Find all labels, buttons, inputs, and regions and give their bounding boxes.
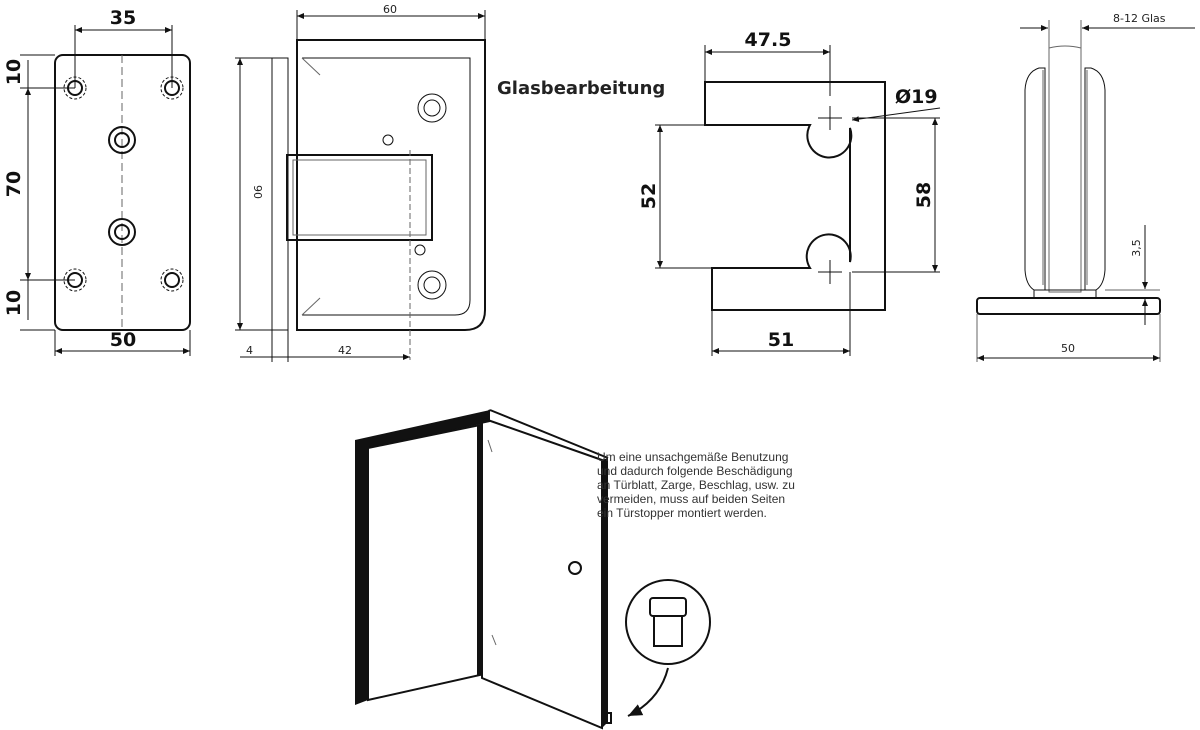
door-handle-icon <box>568 561 582 575</box>
glass-cutout-view: 47.5 Ø19 52 58 51 <box>638 29 941 356</box>
base-plate <box>976 297 1161 315</box>
dim-50: 50 <box>110 329 136 351</box>
glass-outline <box>704 81 886 311</box>
stopper-icon <box>649 597 687 617</box>
stopper-detail-circle <box>625 579 711 665</box>
dim-90: 90 <box>251 185 264 199</box>
door-stopper-note: Um eine unsachgemäße Benutzung und dadur… <box>597 450 827 520</box>
door-stopper <box>602 712 612 724</box>
door-frame <box>355 410 490 705</box>
dim-60: 60 <box>383 3 397 16</box>
note-line: an Türblatt, Zarge, Beschlag, usw. zu <box>597 478 795 492</box>
door-leaf <box>481 416 603 730</box>
door-illustration <box>355 409 711 730</box>
dim-35: 35 <box>110 7 136 29</box>
dim-4: 4 <box>246 344 253 357</box>
dim-47-5: 47.5 <box>745 29 792 51</box>
hinge-block <box>286 154 433 241</box>
dim-10-top: 10 <box>3 59 25 85</box>
note-line: und dadurch folgende Beschädigung <box>597 464 793 478</box>
side-view: 60 90 4 42 <box>235 3 486 362</box>
screw-holes <box>63 76 184 292</box>
dim-42: 42 <box>338 344 352 357</box>
dim-50-profile: 50 <box>1061 342 1075 355</box>
dim-glass-thickness: 8-12 Glas <box>1113 12 1166 25</box>
dim-51: 51 <box>768 329 794 351</box>
note-line: vermeiden, muss auf beiden Seiten <box>597 492 786 506</box>
back-plate <box>271 57 289 331</box>
dim-diameter-19: Ø19 <box>895 86 938 108</box>
glass-pane <box>1048 45 1082 293</box>
profile-view: 8-12 Glas 3,5 50 <box>976 12 1195 362</box>
hinge-body <box>296 39 486 331</box>
note-line: ein Türstopper montiert werden. <box>597 506 767 520</box>
dim-10-bottom: 10 <box>3 290 25 316</box>
dim-70: 70 <box>3 171 25 197</box>
dim-58: 58 <box>913 182 935 208</box>
dim-52: 52 <box>638 183 660 209</box>
note-line: Um eine unsachgemäße Benutzung <box>597 450 789 464</box>
detail-arrow <box>627 667 669 717</box>
glass-processing-title: Glasbearbeitung <box>497 78 665 99</box>
dim-3-5: 3,5 <box>1130 239 1143 257</box>
front-view: 35 10 70 10 50 <box>3 7 191 356</box>
